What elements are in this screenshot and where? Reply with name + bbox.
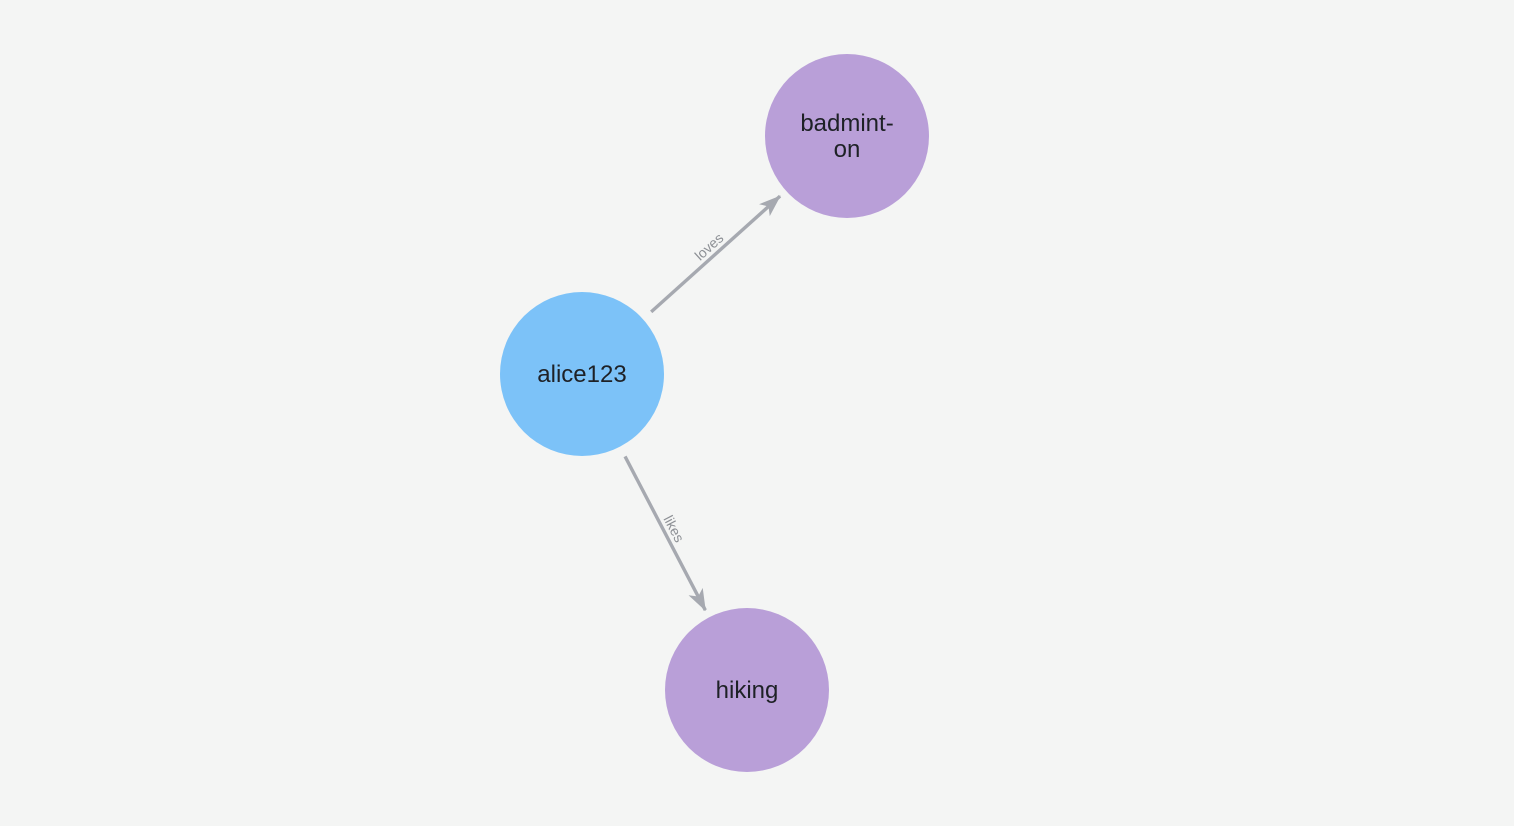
relationship-line[interactable] (623, 455, 707, 612)
edge-alice123-badminton: loves (650, 194, 782, 314)
node-label: badmint-on (800, 110, 893, 163)
node-circle[interactable] (765, 54, 929, 218)
node-label: hiking (716, 677, 779, 704)
node-badminton[interactable]: badmint-on (765, 54, 929, 218)
relationship-line[interactable] (650, 194, 782, 314)
node-circle[interactable] (665, 608, 829, 772)
edge-alice123-hiking: likes (623, 455, 707, 612)
node-alice123[interactable]: alice123 (500, 292, 664, 456)
node-label: alice123 (537, 361, 626, 388)
node-circle[interactable] (500, 292, 664, 456)
node-hiking[interactable]: hiking (665, 608, 829, 772)
